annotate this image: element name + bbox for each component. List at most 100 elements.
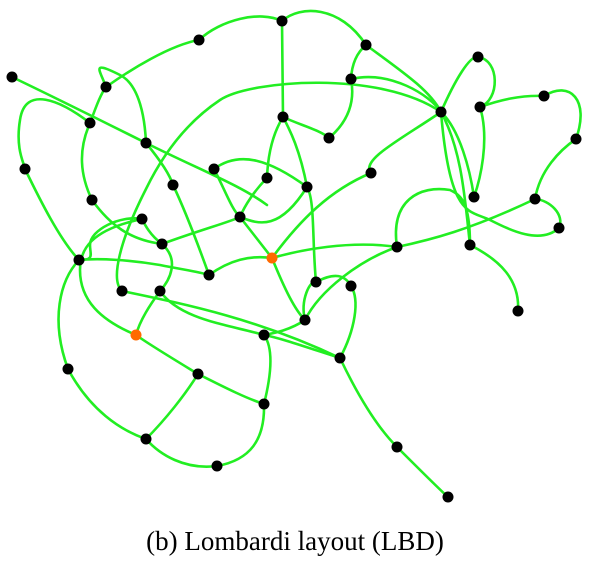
edge <box>270 243 399 260</box>
graph-canvas <box>6 9 582 503</box>
edge <box>120 289 342 360</box>
edge <box>439 110 476 199</box>
graph-node <box>474 101 486 113</box>
edge <box>327 77 354 140</box>
highlighted-node <box>130 329 142 341</box>
graph-node <box>193 34 205 46</box>
edge <box>144 141 269 207</box>
edge <box>476 55 497 109</box>
graph-node <box>203 269 215 281</box>
edge <box>305 185 318 284</box>
graph-node <box>277 111 289 123</box>
edge <box>115 81 443 293</box>
graph-node <box>512 305 524 317</box>
graph-node <box>234 211 246 223</box>
graph-node <box>62 363 74 375</box>
graph-node <box>299 314 311 326</box>
edge <box>160 215 242 246</box>
graph-node <box>538 90 550 102</box>
graph-node <box>365 167 377 179</box>
edge <box>77 217 144 262</box>
edge <box>367 110 443 175</box>
graph-node <box>167 179 179 191</box>
graph-node <box>19 163 31 175</box>
edge <box>212 157 309 189</box>
edge <box>207 255 274 277</box>
edge <box>78 217 144 337</box>
graph-node <box>6 71 18 83</box>
edge <box>17 98 92 171</box>
edge <box>104 38 201 89</box>
edge <box>533 137 578 201</box>
edge <box>439 55 480 114</box>
edge <box>77 257 211 277</box>
edge <box>395 197 537 249</box>
edge <box>439 110 472 247</box>
graph-node <box>334 352 346 364</box>
graph-node <box>529 193 541 205</box>
edge <box>338 356 399 449</box>
graph-node <box>442 491 454 503</box>
edge <box>439 110 561 237</box>
edge <box>196 372 266 406</box>
edge <box>262 333 272 406</box>
edge <box>144 372 200 441</box>
edge <box>349 43 368 81</box>
node-layer <box>6 15 582 503</box>
edge <box>349 75 443 114</box>
edge <box>66 367 148 441</box>
edge <box>280 9 368 47</box>
graph-node <box>156 238 168 250</box>
graph-node <box>258 329 270 341</box>
graph-node <box>391 241 403 253</box>
graph-node <box>258 398 270 410</box>
edge <box>80 121 94 202</box>
edge <box>280 19 285 119</box>
edge <box>171 183 211 277</box>
graph-node <box>323 132 335 144</box>
edge <box>468 243 520 313</box>
edge <box>144 437 219 468</box>
edge <box>262 318 307 337</box>
edge <box>88 85 108 125</box>
graph-node <box>140 137 152 149</box>
graph-node <box>84 117 96 129</box>
graph-node <box>208 163 220 175</box>
graph-node <box>261 172 273 184</box>
graph-node <box>553 222 565 234</box>
edge <box>270 256 307 322</box>
graph-node <box>391 441 403 453</box>
highlighted-node <box>266 252 278 264</box>
edge <box>23 167 81 262</box>
graph-node <box>86 194 98 206</box>
edge <box>212 167 242 219</box>
graph-node <box>301 181 313 193</box>
graph-node <box>570 133 582 145</box>
graph-node <box>116 285 128 297</box>
graph-node <box>154 285 166 297</box>
edge <box>10 75 148 145</box>
edge <box>395 445 450 499</box>
edge <box>302 280 318 322</box>
edge-layer <box>10 9 582 499</box>
graph-node <box>310 276 322 288</box>
edge <box>262 333 342 360</box>
edge <box>215 402 266 468</box>
edge <box>57 258 81 371</box>
edge <box>542 89 582 141</box>
edge <box>197 15 284 42</box>
edge <box>472 105 486 199</box>
edge <box>338 284 357 360</box>
graph-node <box>435 106 447 118</box>
figure-caption: (b) Lombardi layout (LBD) <box>146 526 444 556</box>
graph-node <box>345 280 357 292</box>
edge <box>478 94 546 109</box>
graph-node <box>472 51 484 63</box>
edge <box>90 198 164 246</box>
graph-node <box>192 368 204 380</box>
graph-node <box>100 81 112 93</box>
graph-node <box>345 73 357 85</box>
graph-node <box>464 239 476 251</box>
edge <box>270 171 373 260</box>
graph-node <box>468 191 480 203</box>
